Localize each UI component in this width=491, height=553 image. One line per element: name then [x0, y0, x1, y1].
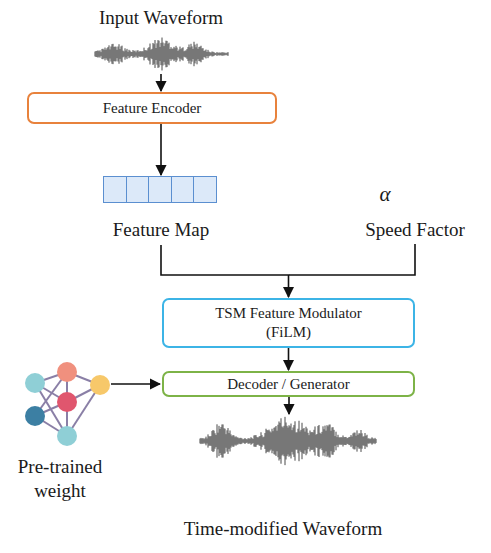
weight-arrow — [111, 383, 160, 385]
box-label: Decoder / Generator — [227, 375, 349, 394]
feature-cell — [103, 176, 127, 203]
feature-cells — [105, 176, 218, 203]
feature-cell — [193, 176, 217, 203]
output-arrow — [288, 397, 290, 414]
box-label: TSM Feature Modulator (FiLM) — [201, 304, 376, 342]
input-title: Input Waveform — [61, 6, 261, 30]
input-arrow — [160, 74, 162, 91]
speed-factor-label: Speed Factor — [345, 218, 485, 242]
input-waveform — [95, 38, 228, 71]
output-waveform — [200, 417, 376, 465]
weight-label: Pre-trained weight — [10, 455, 110, 503]
encoder-box: Feature Encoder — [27, 92, 277, 124]
output-title: Time-modified Waveform — [163, 517, 403, 541]
modulator-box: TSM Feature Modulator (FiLM) — [162, 298, 415, 348]
feature-cell — [171, 176, 195, 203]
box-label: Feature Encoder — [103, 99, 202, 118]
flow-arrow — [288, 348, 290, 370]
neural-network-icon — [25, 362, 110, 446]
speed-factor-wire — [289, 244, 415, 275]
flow-arrow — [160, 124, 162, 175]
feature-map-title: Feature Map — [113, 218, 210, 242]
alpha-symbol: α — [372, 182, 398, 206]
flow-arrow — [161, 245, 289, 297]
feature-map: Feature Map — [91, 176, 231, 242]
feature-cell — [126, 176, 150, 203]
feature-cell — [148, 176, 172, 203]
decoder-box: Decoder / Generator — [162, 371, 415, 397]
